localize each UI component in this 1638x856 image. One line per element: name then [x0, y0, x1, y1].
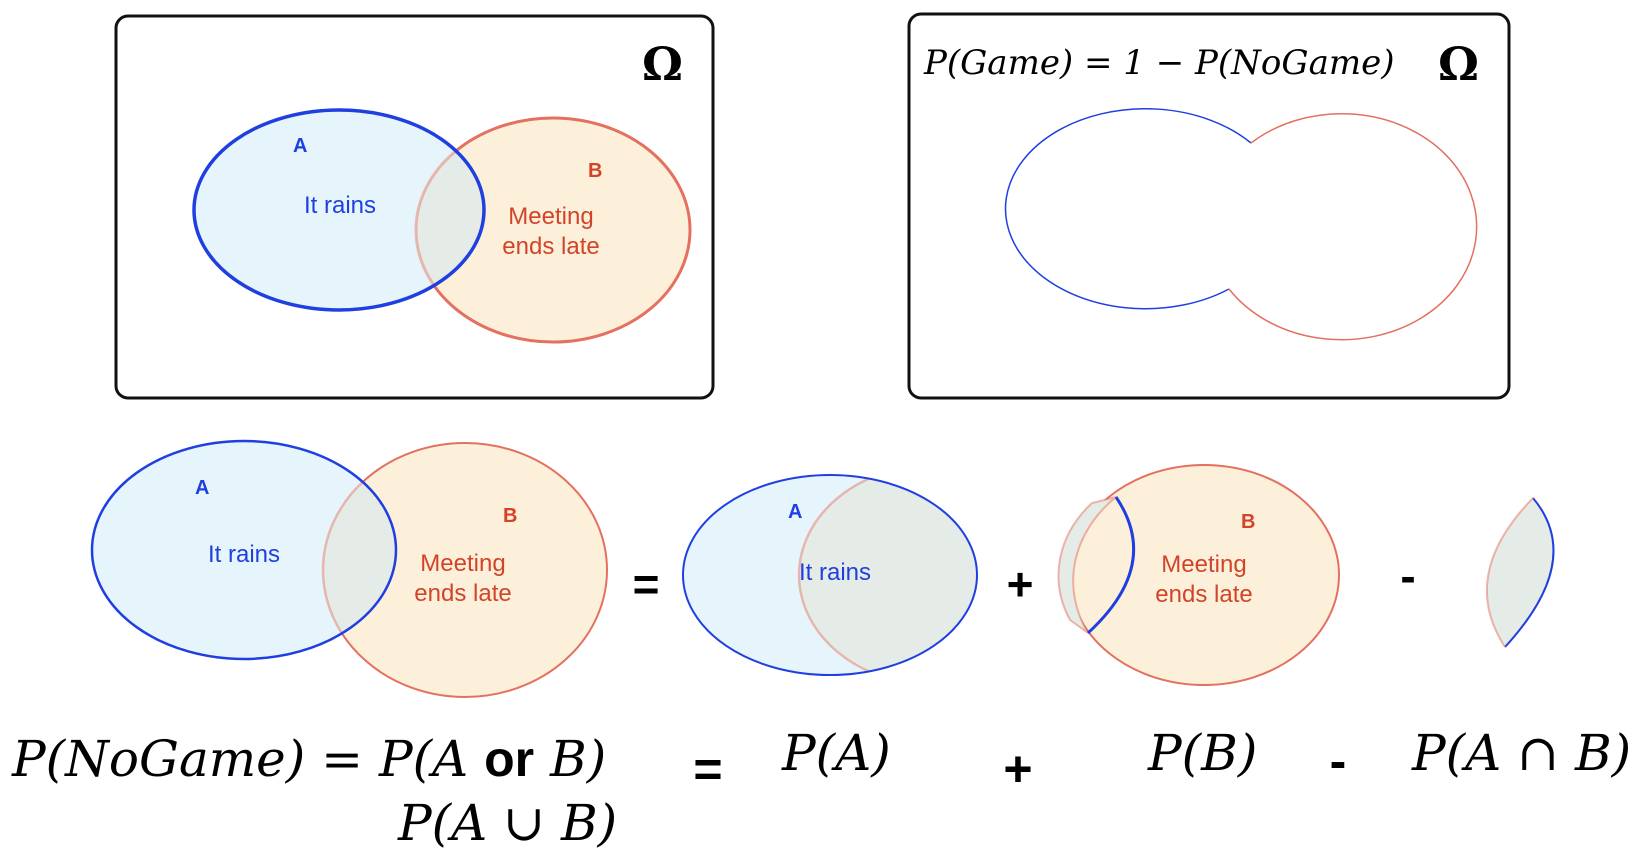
- set-a-description: It rains: [208, 541, 280, 568]
- plus-operator: +: [1007, 558, 1034, 610]
- set-a-description: It rains: [304, 192, 376, 219]
- formula-row: P(NoGame) = P(A or B) = P(A) + P(B) - P(…: [11, 724, 1631, 852]
- set-b-description-line1: Meeting: [1161, 551, 1246, 578]
- set-a-outline: [90, 439, 398, 661]
- set-a-ellipse: [92, 441, 396, 659]
- venn-a-or-b: A It rains B Meeting ends late: [90, 439, 608, 698]
- set-a-letter: A: [195, 477, 209, 499]
- set-b-letter: B: [588, 160, 602, 182]
- omega-symbol-left: Ω: [642, 37, 683, 91]
- set-a-outline: [682, 474, 978, 676]
- omega-symbol-right: Ω: [1438, 37, 1479, 91]
- set-b-description-line1: Meeting: [508, 203, 593, 230]
- venn-intersection: [1485, 497, 1555, 648]
- lens-edge-a: [1504, 497, 1555, 648]
- set-b-description-line2: ends late: [414, 580, 511, 607]
- set-b-letter: B: [1241, 511, 1255, 533]
- equals-operator: =: [633, 558, 660, 610]
- union-outline-b: [1228, 113, 1478, 341]
- union-outline-a: [1004, 107, 1252, 310]
- p-a-formula: P(A): [781, 724, 891, 782]
- set-a-outline: [192, 108, 486, 312]
- set-a-ellipse: [194, 110, 484, 310]
- set-b-description-line1: Meeting: [420, 550, 505, 577]
- venn-set-b: B Meeting ends late: [1057, 464, 1340, 686]
- sample-space-box-left: Ω A It rains B Meeting ends late: [114, 14, 715, 400]
- set-b-description-line2: ends late: [502, 233, 599, 260]
- minus-operator: -: [1400, 550, 1415, 602]
- sample-space-box-right: P(Game) = 1 − P(NoGame) Ω: [907, 12, 1511, 400]
- formula-minus: -: [1330, 733, 1347, 789]
- set-b-letter: B: [503, 505, 517, 527]
- intersection-region: [799, 475, 977, 675]
- set-a-description: It rains: [799, 559, 871, 586]
- set-b-edge-inside-a: [321, 441, 396, 659]
- p-game-formula: P(Game) = 1 − P(NoGame): [923, 43, 1394, 83]
- formula-equals: =: [693, 741, 722, 797]
- venn-set-a: A It rains: [682, 474, 978, 676]
- p-b-formula: P(B): [1147, 724, 1257, 782]
- formula-plus: +: [1003, 741, 1032, 797]
- set-a-letter: A: [293, 135, 307, 157]
- p-a-and-b-formula: P(A ∩ B): [1411, 724, 1631, 782]
- set-b-description-line2: ends late: [1155, 581, 1252, 608]
- set-a-letter: A: [788, 501, 802, 523]
- intersection-lens: [1486, 498, 1554, 647]
- lens-edge-b: [1485, 497, 1534, 648]
- set-a-edge-inside-b: [1086, 496, 1136, 635]
- p-nogame-formula: P(NoGame) = P(A or B): [11, 730, 606, 788]
- set-b-edge-inside-a: [414, 116, 484, 310]
- set-b-edge-inside-a: [797, 475, 977, 675]
- p-a-union-b-formula: P(A ∪ B): [397, 794, 617, 852]
